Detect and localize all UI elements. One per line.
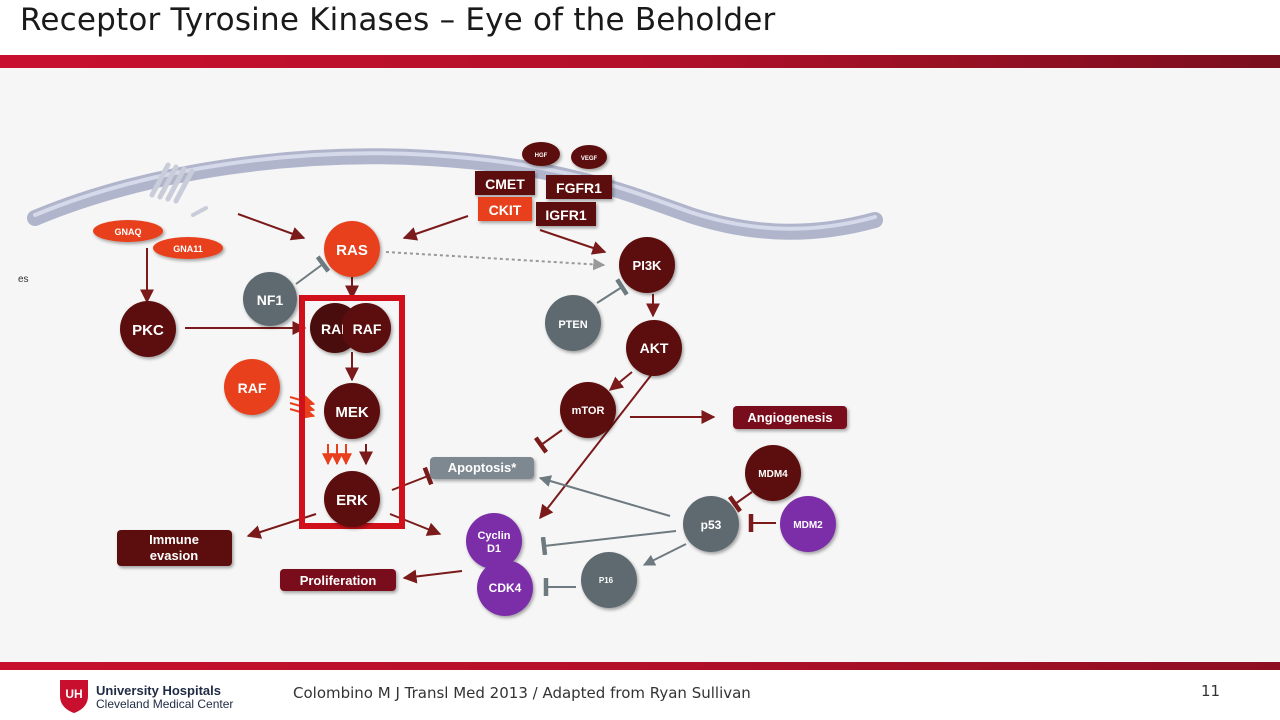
fgfr1-label: FGFR1 xyxy=(556,180,602,196)
side-text-fragment: es xyxy=(18,274,29,285)
mtor-node xyxy=(560,382,616,438)
ras-node xyxy=(324,221,380,277)
cyclin-d1-node xyxy=(466,513,522,569)
p53-label: p53 xyxy=(701,518,722,532)
ckit-label: CKIT xyxy=(489,202,522,218)
mdm4-node xyxy=(745,445,801,501)
raf-front-node xyxy=(341,303,391,353)
pkc-label: PKC xyxy=(132,322,164,339)
inhibit-mdm4-p53 xyxy=(727,491,753,513)
hgf-ligand xyxy=(522,142,560,166)
pkc-node xyxy=(120,301,176,357)
gnaq-label: GNAQ xyxy=(115,227,142,237)
mek-node xyxy=(324,383,380,439)
logo-text-line1: University Hospitals xyxy=(96,683,221,698)
raf-mutant-node xyxy=(224,359,280,415)
proliferation-box xyxy=(280,569,396,591)
edge-rtk-pi3k xyxy=(539,229,607,255)
citation-text: Colombino M J Transl Med 2013 / Adapted … xyxy=(293,684,751,702)
gnaq-node xyxy=(93,220,163,242)
mdm4-label: MDM4 xyxy=(758,469,788,480)
erk-node xyxy=(324,471,380,527)
edge-akt-mtor xyxy=(608,371,633,391)
erk-label: ERK xyxy=(336,492,368,509)
cmet-receptor xyxy=(475,171,535,195)
gna11-label: GNA11 xyxy=(173,244,203,254)
slide-title: Receptor Tyrosine Kinases – Eye of the B… xyxy=(20,2,776,38)
immune-label-line1: Immune xyxy=(149,532,199,547)
akt-node xyxy=(626,320,682,376)
gna11-node xyxy=(153,237,223,259)
pi3k-label: PI3K xyxy=(633,258,663,273)
apoptosis-label: Apoptosis* xyxy=(448,460,518,475)
edge-erk-cyclin xyxy=(389,513,442,536)
apoptosis-box xyxy=(430,457,534,479)
edge-p53-apoptosis xyxy=(538,475,671,517)
p53-node xyxy=(683,496,739,552)
inhibit-p53-cyclin xyxy=(540,530,677,556)
akt-label: AKT xyxy=(640,340,669,356)
inhibit-nf1-ras xyxy=(295,255,331,285)
edge-rtk-ras xyxy=(402,215,469,241)
mek-label: MEK xyxy=(335,404,369,421)
immune-label-line2: evasion xyxy=(150,548,198,563)
p16-node xyxy=(581,552,637,608)
edge-ras-pi3k-dotted xyxy=(385,251,606,271)
pten-node xyxy=(545,295,601,351)
gpcr-receptor-icon xyxy=(149,162,195,204)
inhibit-mtor-apoptosis xyxy=(533,429,563,454)
cyclin-label-line1: Cyclin xyxy=(477,530,510,542)
hgf-label: HGF xyxy=(535,153,548,159)
footer-divider-bar xyxy=(0,662,1280,670)
cdk4-label: CDK4 xyxy=(489,581,522,595)
ras-label: RAS xyxy=(336,242,368,259)
nf1-label: NF1 xyxy=(257,292,284,308)
inhibit-pten-pi3k xyxy=(596,278,629,304)
p16-label: P16 xyxy=(599,576,614,585)
edge-akt-cyclin xyxy=(539,373,653,520)
title-divider-bar xyxy=(0,55,1280,68)
pten-label: PTEN xyxy=(558,319,587,331)
angiogenesis-label: Angiogenesis xyxy=(747,410,832,425)
footer xyxy=(0,670,1280,720)
mdm2-node xyxy=(780,496,836,552)
angiogenesis-box xyxy=(733,406,847,429)
pi3k-node xyxy=(619,237,675,293)
vegf-label: VEGF xyxy=(581,156,598,162)
cdk4-node xyxy=(477,560,533,616)
edge-cyclin-proliferation xyxy=(402,569,463,584)
ckit-receptor xyxy=(478,197,532,221)
svg-text:UH: UH xyxy=(65,687,82,701)
cyclin-label-line2: D1 xyxy=(487,543,501,555)
raf-back-label: RAF xyxy=(321,321,350,337)
raf-front-label: RAF xyxy=(353,321,382,337)
gpcr-tail xyxy=(191,206,208,217)
mtor-label: mTOR xyxy=(572,405,605,417)
uh-logo-icon: UH xyxy=(60,680,88,713)
nf1-node xyxy=(243,272,297,326)
page-number: 11 xyxy=(1201,682,1221,700)
proliferation-label: Proliferation xyxy=(300,573,377,588)
logo-text-line2: Cleveland Medical Center xyxy=(96,697,234,711)
igfr1-label: IGFR1 xyxy=(545,207,586,223)
fgfr1-receptor xyxy=(546,175,612,199)
edge-p53-p16 xyxy=(642,543,687,566)
cmet-label: CMET xyxy=(485,176,525,192)
immune-evasion-box xyxy=(117,530,232,566)
inhibit-erk-apoptosis xyxy=(391,466,434,491)
vegf-ligand xyxy=(571,145,607,169)
raf-mutant-label: RAF xyxy=(238,380,267,396)
edge-gpcr-ras xyxy=(237,213,306,241)
igfr1-receptor xyxy=(536,202,596,226)
mdm2-label: MDM2 xyxy=(793,520,823,531)
